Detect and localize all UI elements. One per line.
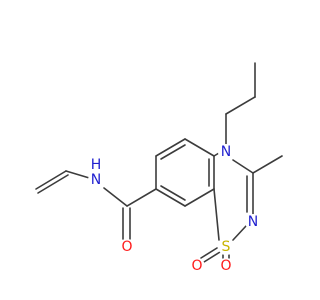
bond-s-o-left-double-second-line	[200, 247, 218, 259]
svg-text:H: H	[91, 157, 102, 173]
bond-c3-methyl	[252, 155, 283, 174]
molecule-structure: N H N N S O O O	[35, 62, 283, 274]
atom-o-carbonyl: O	[119, 239, 135, 255]
bond-s-to-ring	[213, 188, 220, 241]
svg-text:O: O	[121, 239, 132, 255]
atom-n-ring2: N	[245, 214, 261, 230]
bond-benzene-6	[155, 188, 186, 207]
atom-s-ring: S	[218, 239, 234, 255]
atom-n-amide: N	[88, 172, 104, 188]
bond-n-to-carbonyl	[103, 187, 128, 207]
atom-o-sulfonyl-right: O	[218, 258, 234, 274]
bond-carbonyl-to-ring	[126, 188, 157, 207]
bond-benzene-6-second-line	[160, 185, 186, 201]
bonds	[35, 62, 283, 263]
bond-n4-to-c3	[232, 159, 254, 174]
bond-n2-to-s	[232, 225, 247, 241]
atom-h-amide: H	[89, 157, 103, 173]
svg-text:O: O	[220, 258, 231, 274]
atom-labels: N H N N S O O O	[88, 144, 261, 274]
bond-benzene-5	[184, 188, 215, 207]
atom-o-sulfonyl-left: O	[189, 258, 205, 274]
bond-benzene-2	[155, 138, 186, 157]
bond-allyl-terminal-double-second-line	[37, 174, 69, 194]
bond-s-o-left-double	[203, 251, 221, 263]
svg-text:N: N	[91, 172, 101, 188]
bond-propyl-2	[225, 96, 256, 115]
bond-allyl-terminal-double	[35, 170, 67, 190]
svg-text:N: N	[221, 144, 231, 160]
bond-benzene-3	[184, 138, 215, 157]
atom-n-ring4: N	[218, 144, 234, 160]
svg-text:N: N	[248, 214, 258, 230]
bond-benzene-2-second-line	[160, 144, 186, 160]
svg-text:O: O	[191, 258, 202, 274]
svg-text:S: S	[222, 239, 231, 255]
